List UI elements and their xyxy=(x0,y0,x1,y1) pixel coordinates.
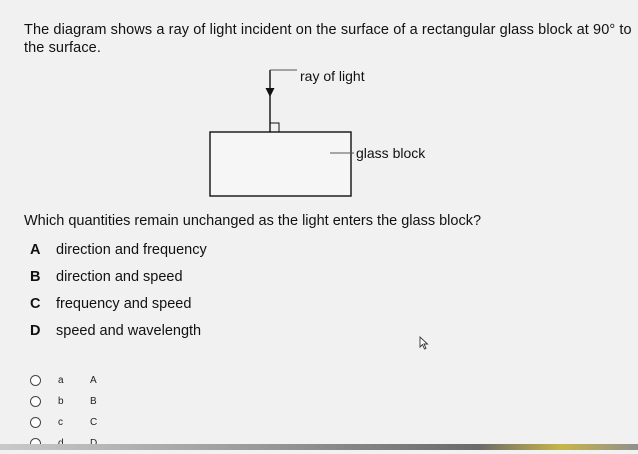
answer-key: b xyxy=(58,396,64,407)
mouse-pointer-icon xyxy=(419,336,429,350)
answer-label: A xyxy=(90,375,97,386)
question-intro: The diagram shows a ray of light inciden… xyxy=(24,22,632,56)
option-b: B direction and speed xyxy=(30,268,207,295)
option-letter: B xyxy=(30,269,41,285)
option-text: direction and frequency xyxy=(56,242,207,258)
answer-label: C xyxy=(90,417,98,428)
right-angle-marker xyxy=(270,122,280,132)
option-letter: C xyxy=(30,296,41,312)
question-prompt: Which quantities remain unchanged as the… xyxy=(24,213,482,229)
block-label: glass block xyxy=(356,145,426,161)
ray-label: ray of light xyxy=(300,68,365,84)
options-list: A direction and frequency B direction an… xyxy=(30,241,207,349)
radio-button-b[interactable] xyxy=(30,396,41,407)
option-text: frequency and speed xyxy=(56,296,192,312)
glass-block-diagram: ray of light glass block xyxy=(209,68,426,197)
option-a: A direction and frequency xyxy=(30,241,207,268)
answer-key: a xyxy=(58,375,64,386)
radio-button-a[interactable] xyxy=(30,375,41,386)
option-letter: D xyxy=(30,323,41,339)
radio-button-c[interactable] xyxy=(30,417,41,428)
option-text: speed and wavelength xyxy=(56,323,202,339)
answer-label: D xyxy=(90,438,97,449)
option-text: direction and speed xyxy=(56,269,183,285)
answer-choice-c[interactable]: c C xyxy=(30,412,97,433)
answer-choice-b[interactable]: b B xyxy=(30,391,97,412)
option-d: D speed and wavelength xyxy=(30,322,207,349)
answer-label: B xyxy=(90,396,97,407)
taskbar-strip xyxy=(0,444,638,450)
answer-choice-a[interactable]: a A xyxy=(30,370,97,391)
answer-key: d xyxy=(58,438,72,449)
answer-choices: a A b B c C d D xyxy=(30,370,97,454)
option-letter: A xyxy=(30,242,41,258)
ray-arrowhead xyxy=(265,88,275,97)
option-c: C frequency and speed xyxy=(30,295,207,322)
glass-block-rect xyxy=(209,131,352,197)
answer-key: c xyxy=(58,417,63,428)
